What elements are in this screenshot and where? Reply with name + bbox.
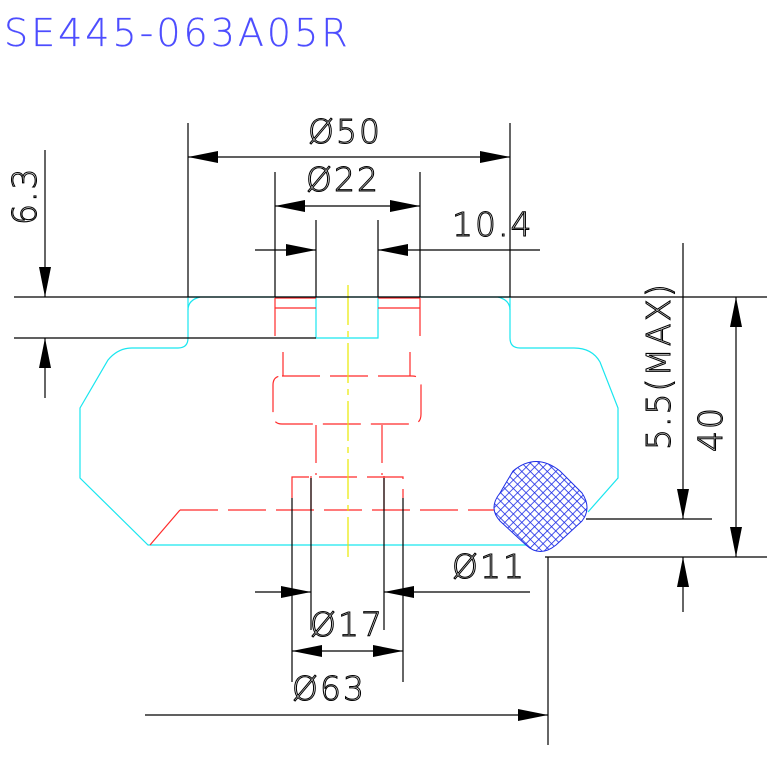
dim-5-5-max: 5.5(MAX) [638,243,689,612]
dim-d11: Ø11 [255,478,530,630]
o-ring-seal [493,461,588,552]
dim-d63-label: Ø63 [292,669,366,708]
dim-5-5-label: 5.5(MAX) [639,282,678,450]
dim-6-3-label: 6.3 [5,167,44,225]
part-number-title: SE445-063A05R [4,11,351,55]
dim-d50: Ø50 [187,111,511,297]
dim-10-4: 10.4 [255,204,540,297]
dim-d22-label: Ø22 [306,160,380,199]
dim-d63: Ø63 [145,668,548,721]
dim-6-3: 6.3 [4,150,51,398]
dim-d22: Ø22 [274,159,421,297]
dim-40-label: 40 [691,406,730,452]
dim-d11-label: Ø11 [452,547,526,586]
hidden-lines [149,297,520,546]
dim-d17-label: Ø17 [310,605,384,644]
dim-d50-label: Ø50 [308,112,382,151]
dim-10-4-label: 10.4 [452,205,533,244]
housing-lines [14,296,767,745]
dim-d17: Ø17 [291,498,404,682]
dim-40: 40 [690,297,742,557]
